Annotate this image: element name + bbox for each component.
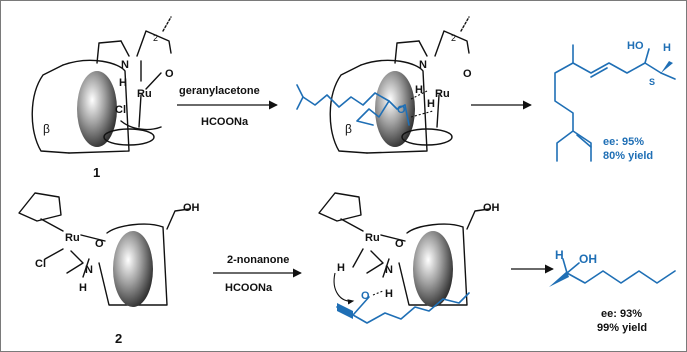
o-atom-1: O [165,68,174,80]
cyclodextrin-2-icon [113,231,153,307]
h-atom-1: H [119,77,127,89]
n-atom-ts2: N [385,264,393,276]
reagent-2: 2-nonanone [227,254,289,266]
yield-value-2: 99% yield [597,322,647,334]
oh-group-ts2: OH [483,202,500,214]
oh-group-2: OH [183,202,200,214]
product-1-structure: HO H S [554,40,676,162]
h-atom-2: H [79,282,87,294]
reagent-1: geranylacetone [179,85,260,97]
o-atom-ts2: O [395,238,404,250]
cyclopentadienyl-ts1-icon [401,128,453,146]
ru-atom-2: Ru [65,232,80,244]
ee-value-1: ee: 95% [603,136,644,148]
cyclopentadienyl-2-icon [18,192,62,222]
product-2-structure: H OH [549,248,676,287]
product-2-h-label: H [555,248,564,262]
product-2-oh-label: OH [579,252,597,266]
cyclodextrin-1-icon [77,71,117,147]
beta-label-ts1: β [345,122,352,136]
n-atom-ts1: N [419,59,427,71]
cosolvent-1: HCOONa [201,116,249,128]
h-atom-ts2-b: H [385,288,393,300]
catalyst-1: β N H Ru O Cl 2 1 [31,16,174,180]
cyclodextrin-ts2-icon [413,231,453,307]
cyclodextrin-ts1-icon [375,71,415,147]
o-atom-2: O [95,238,104,250]
catalyst-2: Ru O Cl N H OH 2 [18,192,200,346]
n-atom-2: N [85,264,93,276]
cyclopentadienyl-ts2-icon [318,192,362,222]
o-atom-ts1: O [463,68,472,80]
yield-value-1: 80% yield [603,150,653,162]
ru-atom-ts2: Ru [365,232,380,244]
cosolvent-2: HCOONa [225,282,273,294]
position-label-1: 2 [153,33,158,43]
ee-value-2: ee: 93% [601,308,642,320]
h-atom-ts1-a: H [415,84,423,96]
cl-atom-2: Cl [35,258,46,270]
ru-atom-ts1: Ru [435,88,450,100]
hydride-transfer-arrow [333,272,355,305]
ru-atom-1: Ru [137,88,152,100]
beta-label-1: β [43,122,50,136]
substrate-o-atom-1: O [397,104,406,116]
geranylacetone-substrate [302,92,390,126]
product-1-h-label: H [663,42,671,54]
product-1-ho-label: HO [627,40,644,52]
compound-number-2: 2 [115,331,122,346]
position-label-ts1: 2 [451,33,456,43]
n-atom-1: N [121,59,129,71]
h-atom-ts2-a: H [337,262,345,274]
substrate-o-atom-2: O [361,290,370,302]
cyclopentadienyl-1-icon [103,128,155,146]
transition-state-2: O Ru O H N H OH [318,192,500,324]
nonanone-substrate [336,292,470,324]
transition-state-1: O N H H Ru O β 2 [296,16,472,154]
compound-number-1: 1 [93,165,100,180]
product-1-stereo-label: S [649,77,655,87]
cl-atom-1: Cl [115,104,126,116]
h-atom-ts1-b: H [427,98,435,110]
